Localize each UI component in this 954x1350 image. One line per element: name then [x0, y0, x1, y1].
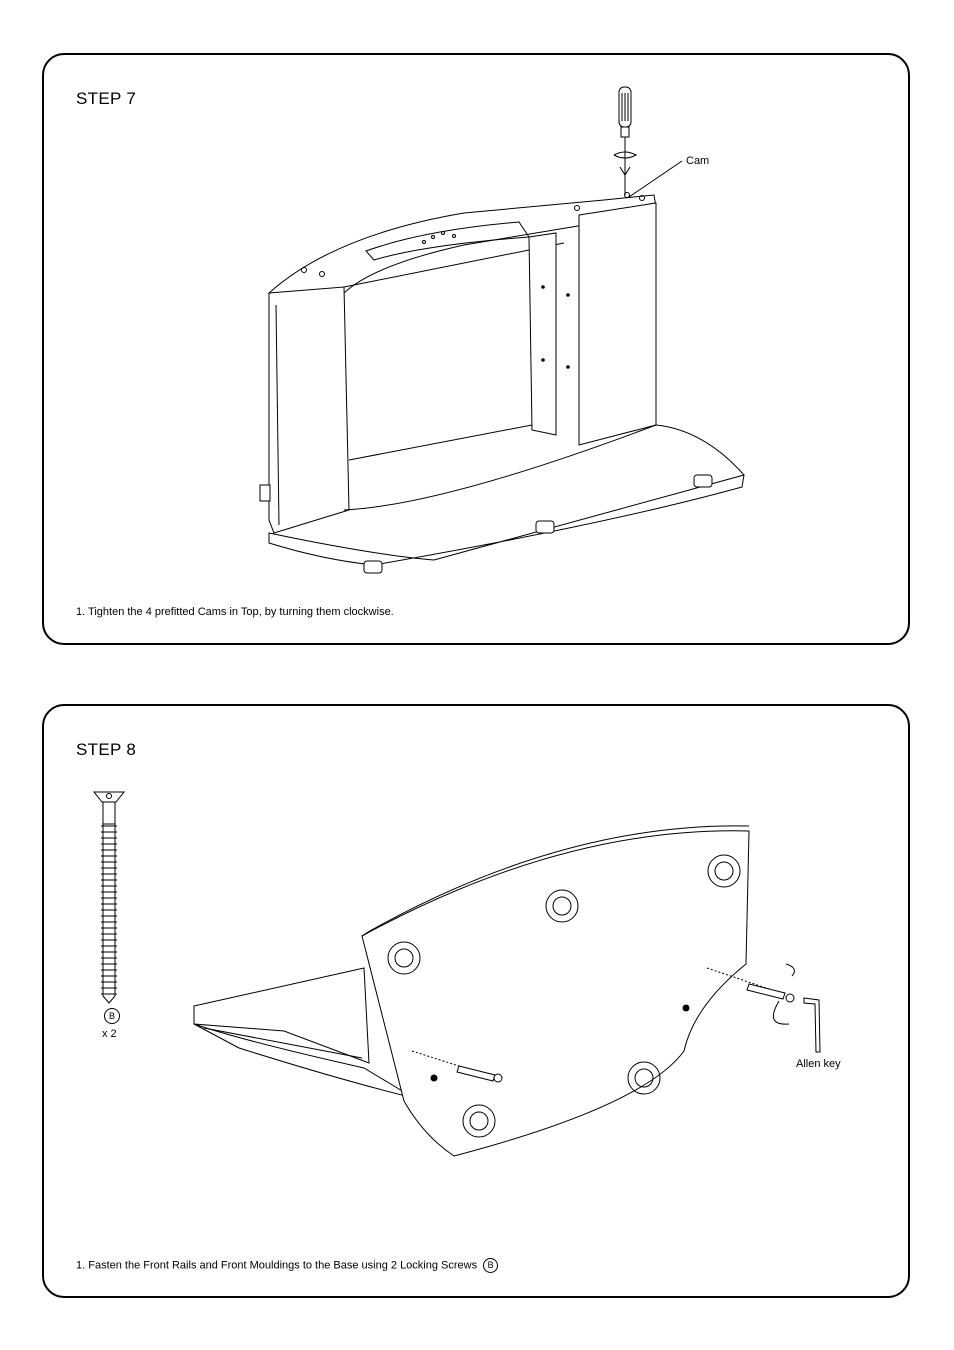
- castor-icon: [364, 475, 712, 573]
- part-label-inline: B: [483, 1258, 499, 1273]
- front-rail: [194, 968, 369, 1063]
- top-panel: [269, 195, 656, 293]
- left-side-panel: [269, 287, 349, 533]
- quantity-label: x 2: [102, 1028, 117, 1040]
- cam-label: Cam: [686, 155, 710, 167]
- allen-key-label: Allen key: [796, 1058, 841, 1070]
- step-title: STEP 8: [76, 740, 137, 759]
- step-7-instruction: 1. Tighten the 4 prefitted Cams in Top, …: [76, 606, 394, 618]
- step-8-panel: STEP 8: [42, 704, 910, 1298]
- step-8-illustration: [44, 706, 912, 1300]
- step-title: STEP 7: [76, 89, 137, 108]
- allen-key-icon: [804, 998, 820, 1052]
- castor-socket-icon: [388, 855, 740, 1137]
- step-7-panel: STEP 7: [42, 53, 910, 645]
- cam-leader-line: [629, 161, 682, 197]
- instruction-text: 1. Fasten the Front Rails and Front Moul…: [76, 1259, 478, 1272]
- step-8-instruction: 1. Fasten the Front Rails and Front Moul…: [76, 1258, 499, 1273]
- screwdriver-icon: [614, 87, 636, 195]
- base-panel-upright: [362, 831, 749, 1156]
- right-side-panel: [579, 203, 656, 445]
- locking-screw-icon: [94, 792, 124, 1003]
- step-7-illustration: [44, 55, 912, 647]
- part-label-badge: B: [104, 1008, 120, 1024]
